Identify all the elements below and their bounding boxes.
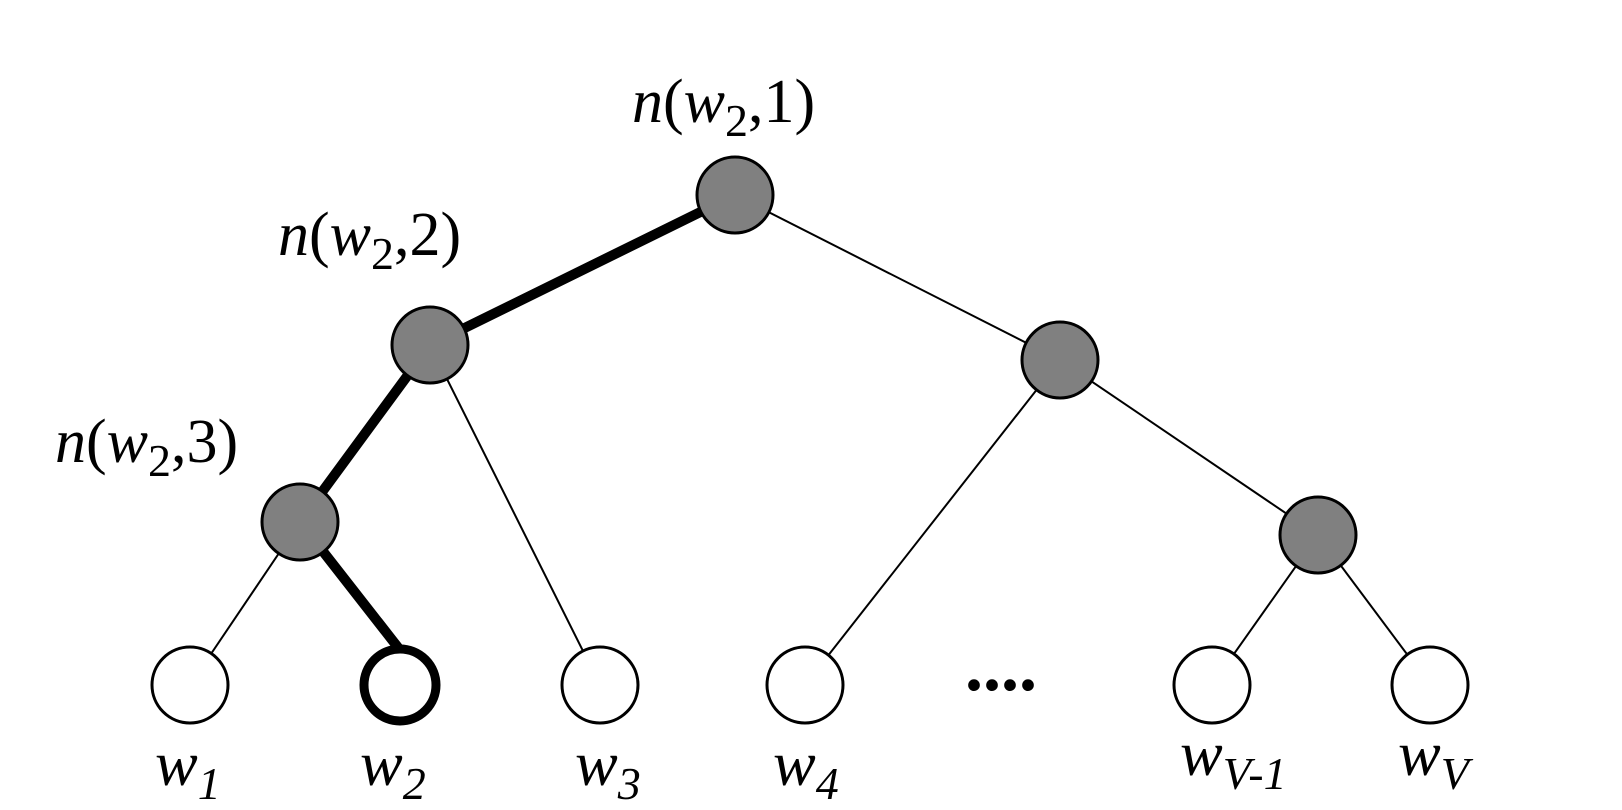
leaf-labels: w1 w2 w3 w4 wV-1 wV xyxy=(155,718,1474,809)
label-n-w2-1: n(w2,1) xyxy=(632,68,815,146)
leaf-label-w4-var: w xyxy=(773,728,816,799)
internal-nodes xyxy=(260,155,1358,575)
leaf-nodes xyxy=(150,644,1470,726)
leaf-node-w3 xyxy=(560,645,640,725)
leaf-label-w3-sub: 3 xyxy=(617,758,641,809)
leaf-ellipsis: .... xyxy=(965,626,1037,706)
label-n-w2-3-sub: 2 xyxy=(148,435,171,486)
leaf-label-wv-sub: V xyxy=(1441,748,1474,799)
leaf-node-w4 xyxy=(765,645,845,725)
leaf-label-wv1: wV-1 xyxy=(1180,718,1287,799)
edge-right-rightleaf xyxy=(1059,359,1319,536)
label-n-w2-1-suffix: ,1) xyxy=(748,68,815,136)
label-n-w2-3-open: ( xyxy=(86,408,107,476)
internal-node-root xyxy=(695,155,775,235)
label-n-w2-2-open: ( xyxy=(309,201,330,269)
label-n-w2-1-var: w xyxy=(684,68,725,136)
label-n-w2-2-var: w xyxy=(330,201,371,269)
leaf-label-w3-var: w xyxy=(575,728,618,799)
leaf-label-w2-var: w xyxy=(360,728,403,799)
leaf-label-w2: w2 xyxy=(360,728,426,809)
internal-node-n3 xyxy=(260,482,340,562)
leaf-label-w4: w4 xyxy=(773,728,839,809)
edge-right-w4 xyxy=(804,359,1061,686)
label-n-w2-1-sub: 2 xyxy=(725,95,748,146)
leaf-label-wv1-sub: V-1 xyxy=(1223,748,1287,799)
path-edge-root-n2 xyxy=(425,190,740,350)
leaf-node-wv xyxy=(1390,645,1470,725)
internal-node-right xyxy=(1020,320,1100,400)
leaf-node-wv1 xyxy=(1172,645,1252,725)
leaf-node-w2 xyxy=(359,644,441,726)
path-labels: n(w2,1) n(w2,2) n(w2,3) xyxy=(55,68,815,486)
leaf-label-wv1-var: w xyxy=(1180,718,1223,789)
leaf-label-w2-sub: 2 xyxy=(403,758,426,809)
leaf-node-w1 xyxy=(150,645,230,725)
label-n-w2-3: n(w2,3) xyxy=(55,408,238,486)
label-n-w2-1-n: n xyxy=(632,68,663,136)
label-n-w2-2: n(w2,2) xyxy=(278,201,461,279)
leaf-label-w3: w3 xyxy=(575,728,641,809)
internal-node-n2 xyxy=(390,305,470,385)
edge-root-right xyxy=(734,194,1061,361)
label-n-w2-3-suffix: ,3) xyxy=(171,408,238,476)
label-n-w2-3-n: n xyxy=(55,408,86,476)
leaf-label-w1-sub: 1 xyxy=(198,758,221,809)
leaf-label-w1: w1 xyxy=(155,728,221,809)
label-n-w2-2-sub: 2 xyxy=(371,228,394,279)
leaf-label-w4-sub: 4 xyxy=(816,758,839,809)
label-n-w2-1-open: ( xyxy=(663,68,684,136)
leaf-label-wv-var: w xyxy=(1398,718,1441,789)
leaf-label-w1-var: w xyxy=(155,728,198,799)
label-n-w2-2-n: n xyxy=(278,201,309,269)
label-n-w2-3-var: w xyxy=(107,408,148,476)
leaf-label-wv: wV xyxy=(1398,718,1474,799)
label-n-w2-2-suffix: ,2) xyxy=(394,201,461,269)
internal-node-rightleaf-parent xyxy=(1278,495,1358,575)
edge-n2-w3 xyxy=(429,344,601,686)
